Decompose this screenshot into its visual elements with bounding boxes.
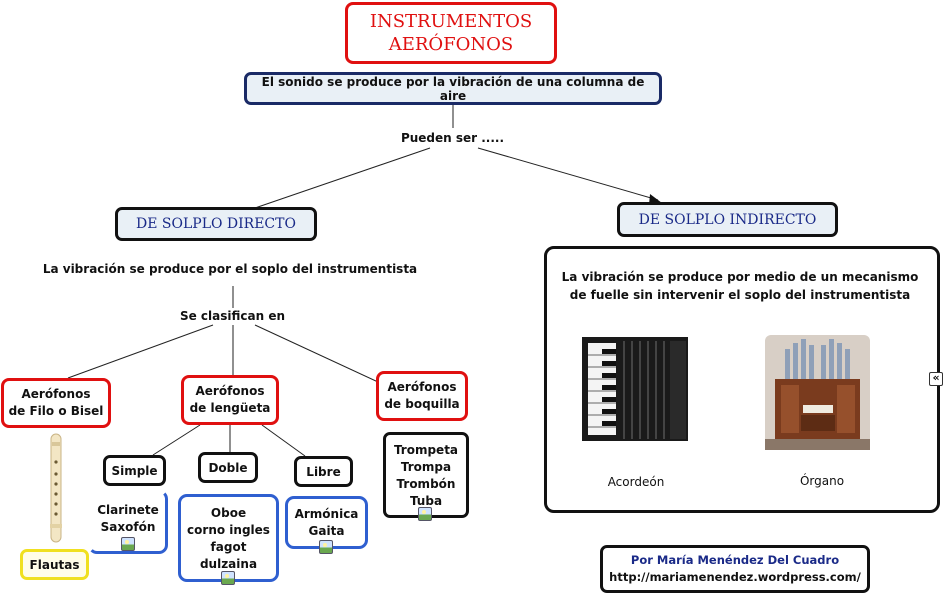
doble-examples-box: Oboe corno ingles fagot dulzaina xyxy=(178,494,279,582)
boquilla-line-1: Aerófonos xyxy=(387,380,457,394)
lengueta-line-2: de lengüeta xyxy=(189,401,271,415)
acordeon-image xyxy=(582,337,688,441)
directo-description: La vibración se produce por el soplo del… xyxy=(42,262,418,276)
definition-box: El sonido se produce por la vibración de… xyxy=(244,72,662,105)
doble-image-icon[interactable] xyxy=(221,571,235,585)
organo-caption: Órgano xyxy=(799,474,845,488)
doble-box: Doble xyxy=(198,452,258,483)
author-url-link[interactable]: http://mariamenendez.wordpress.com/ xyxy=(609,570,861,584)
armonica-label: Armónica xyxy=(294,507,359,521)
dulzaina-label: dulzaina xyxy=(199,557,258,571)
author-box: Por María Menéndez Del Cuadro http://mar… xyxy=(600,545,870,593)
lengueta-box: Aerófonos de lengüeta xyxy=(181,375,279,425)
author-line-1: Por María Menéndez Del Cuadro xyxy=(630,553,840,567)
definition-text: El sonido se produce por la vibración de… xyxy=(261,74,645,103)
boquilla-line-2: de boquilla xyxy=(384,397,460,411)
directo-title: DE SOLPLO DIRECTO xyxy=(136,216,296,232)
trombon-label: Trombón xyxy=(396,477,456,491)
flautas-label: Flautas xyxy=(29,557,80,572)
clasifican-label: Se clasifican en xyxy=(179,309,286,323)
clarinete-label: Clarinete xyxy=(97,503,159,517)
title-line-2: AERÓFONOS xyxy=(388,34,514,55)
libre-image-icon[interactable] xyxy=(319,540,333,554)
connector-pueden-directo xyxy=(254,147,431,209)
libre-label: Libre xyxy=(306,464,341,479)
lengueta-line-1: Aerófonos xyxy=(195,384,265,398)
oboe-label: Oboe xyxy=(210,506,247,520)
connector-to-simple xyxy=(152,424,201,456)
filo-line-2: de Filo o Bisel xyxy=(8,404,104,418)
libre-box: Libre xyxy=(294,456,353,487)
tuba-label: Tuba xyxy=(409,494,443,508)
connector-to-filo xyxy=(67,324,214,379)
directo-box: DE SOLPLO DIRECTO xyxy=(115,207,317,241)
collapse-button[interactable]: « xyxy=(929,372,943,386)
chevron-double-left-icon: « xyxy=(932,371,940,384)
fagot-label: fagot xyxy=(210,540,247,554)
indirecto-box: DE SOLPLO INDIRECTO xyxy=(617,202,838,237)
saxofon-label: Saxofón xyxy=(100,520,156,534)
connector-pueden-indirecto xyxy=(477,147,659,201)
indirecto-description-1: La vibración se produce por medio de un … xyxy=(561,270,919,284)
filo-box: Aerófonos de Filo o Bisel xyxy=(1,378,111,428)
indirecto-title: DE SOLPLO INDIRECTO xyxy=(638,211,817,228)
simple-image-icon[interactable] xyxy=(121,537,135,551)
trompa-label: Trompa xyxy=(400,460,452,474)
boquilla-box: Aerófonos de boquilla xyxy=(376,371,468,421)
acordeon-caption: Acordeón xyxy=(607,475,665,489)
title-line-1: INSTRUMENTOS xyxy=(369,11,533,32)
simple-box: Simple xyxy=(103,455,166,486)
trompeta-label: Trompeta xyxy=(393,443,459,457)
indirecto-description-2: de fuelle sin intervenir el soplo del in… xyxy=(569,288,911,302)
filo-line-1: Aerófonos xyxy=(21,387,91,401)
gaita-label: Gaita xyxy=(308,524,345,538)
main-title-box: INSTRUMENTOS AERÓFONOS xyxy=(345,2,557,64)
simple-label: Simple xyxy=(111,463,158,478)
flautas-box: Flautas xyxy=(20,549,89,580)
connector-to-boquilla xyxy=(254,324,379,383)
pueden-ser-label: Pueden ser ..... xyxy=(400,131,505,145)
organo-image xyxy=(765,335,870,450)
connector-to-libre xyxy=(261,424,306,457)
flute-image xyxy=(50,433,62,543)
doble-label: Doble xyxy=(208,460,248,475)
boquilla-image-icon[interactable] xyxy=(418,507,432,521)
boquilla-examples-box: Trompeta Trompa Trombón Tuba xyxy=(383,432,469,518)
corno-label: corno ingles xyxy=(187,523,270,537)
